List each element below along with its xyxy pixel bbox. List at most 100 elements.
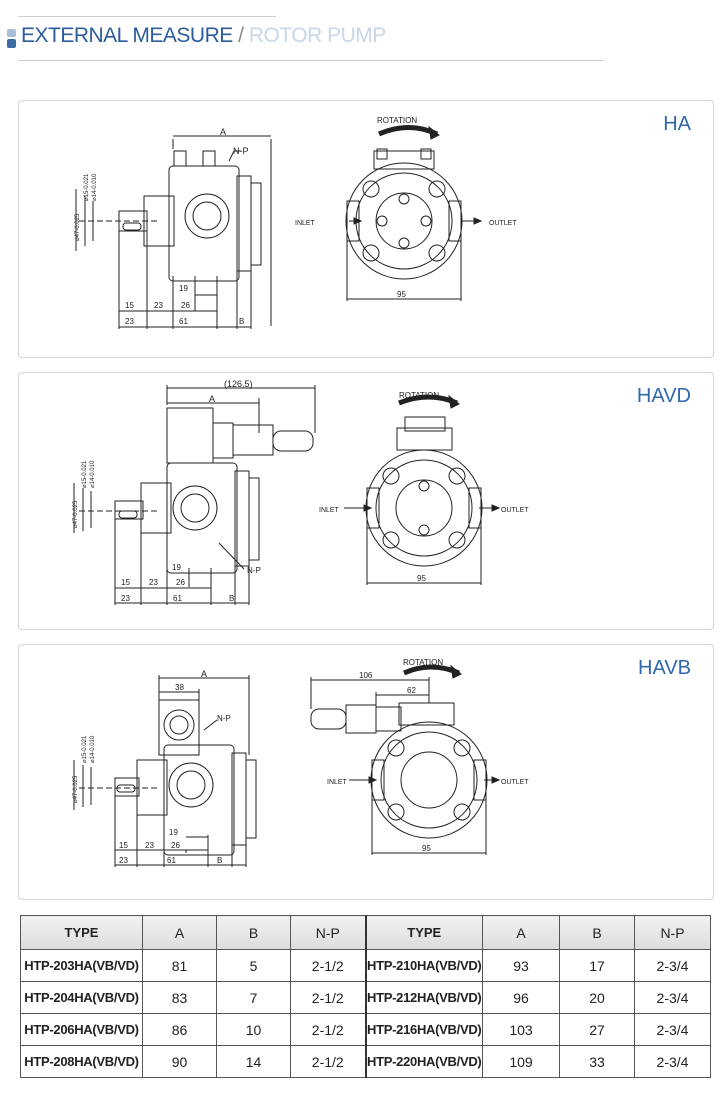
front-view — [310, 664, 501, 855]
dim-phi47: ⌀47-0.025 — [73, 775, 79, 803]
panel-havb: HAVB — [18, 644, 714, 900]
dim-15: 15 — [119, 841, 128, 850]
panel-label: HAVD — [636, 385, 691, 407]
dim-b: B — [217, 856, 222, 865]
cell-a: 90 — [142, 1045, 217, 1078]
outlet-label: OUTLET — [501, 507, 529, 514]
cell-a: 96 — [482, 981, 560, 1014]
dim-b: B — [229, 594, 234, 603]
header-a-right: A — [482, 915, 560, 950]
dim-26: 26 — [181, 301, 190, 310]
cell-b: 20 — [559, 981, 635, 1014]
rotation-label: ROTATION — [399, 391, 439, 400]
cell-b: 27 — [559, 1013, 635, 1046]
inlet-label: INLET — [327, 779, 348, 786]
side-view — [75, 135, 272, 329]
havb-drawing: A 38 N-P 15 23 19 26 23 61 B ⌀47-0.025 ⌀… — [73, 658, 529, 867]
dim-a: A — [201, 669, 207, 679]
ha-drawing: A N-P 15 23 19 26 23 61 B ⌀47-0.025 ⌀15-… — [75, 116, 517, 329]
dim-38: 38 — [175, 683, 184, 692]
dim-61: 61 — [179, 317, 188, 326]
cell-a: 86 — [142, 1013, 217, 1046]
cell-np: 2-1/2 — [290, 1045, 366, 1078]
cell-np: 2-3/4 — [634, 949, 711, 982]
inlet-label: INLET — [295, 220, 316, 227]
dim-23b: 23 — [119, 856, 128, 865]
dim-phi14: ⌀14-0.010 — [90, 460, 96, 488]
header-type-left: TYPE — [20, 915, 143, 950]
dim-26: 26 — [171, 841, 180, 850]
cell-b: 7 — [216, 981, 291, 1014]
outlet-label: OUTLET — [489, 220, 517, 227]
page-title: EXTERNAL MEASURE / ROTOR PUMP — [21, 24, 386, 48]
dim-phi47: ⌀47-0.025 — [73, 500, 79, 528]
dim-23a: 23 — [149, 578, 158, 587]
dim-phi14: ⌀14-0.010 — [92, 173, 98, 201]
cell-np: 2-3/4 — [634, 981, 711, 1014]
panel-label: HAVB — [638, 657, 691, 679]
panel-label: HA — [663, 113, 691, 135]
rotation-label: ROTATION — [377, 116, 417, 125]
header-b-left: B — [216, 915, 291, 950]
cell-a: 103 — [482, 1013, 560, 1046]
header-np-left: N-P — [290, 915, 366, 950]
cell-a: 109 — [482, 1045, 560, 1078]
cell-a: 93 — [482, 949, 560, 982]
page-header: EXTERNAL MEASURE / ROTOR PUMP — [0, 0, 720, 70]
side-view — [73, 675, 257, 867]
front-view — [344, 394, 501, 585]
header-a-left: A — [142, 915, 217, 950]
cell-b: 14 — [216, 1045, 291, 1078]
header-type-right: TYPE — [364, 915, 483, 950]
cell-type: HTP-220HA(VB/VD) — [364, 1045, 483, 1078]
dim-23b: 23 — [121, 594, 130, 603]
dim-95: 95 — [422, 844, 431, 853]
dim-phi47: ⌀47-0.025 — [75, 213, 81, 241]
cell-type: HTP-206HA(VB/VD) — [20, 1013, 143, 1046]
cell-np: 2-1/2 — [290, 1013, 366, 1046]
dim-19: 19 — [172, 563, 181, 572]
cell-np: 2-3/4 — [634, 1045, 711, 1078]
table-row: HTP-208HA(VB/VD) 90 14 2-1/2 HTP-220HA(V… — [20, 1045, 711, 1078]
dim-15: 15 — [121, 578, 130, 587]
dim-15: 15 — [125, 301, 134, 310]
dim-19: 19 — [179, 284, 188, 293]
dim-a: A — [220, 127, 226, 137]
cell-type: HTP-212HA(VB/VD) — [364, 981, 483, 1014]
dim-26: 26 — [176, 578, 185, 587]
panel-ha: HA — [18, 100, 714, 358]
cell-np: 2-1/2 — [290, 949, 366, 982]
cell-b: 17 — [559, 949, 635, 982]
havd-drawing: (126.5) A N-P 15 23 19 26 23 61 B ⌀47-0.… — [73, 379, 529, 605]
dim-phi15: ⌀15-0.021 — [84, 173, 90, 201]
front-view — [345, 125, 483, 301]
cell-a: 83 — [142, 981, 217, 1014]
dim-np: N-P — [233, 146, 249, 156]
dim-phi15: ⌀15-0.021 — [82, 735, 88, 763]
dim-np: N-P — [247, 566, 261, 575]
table-header-row: TYPE A B N-P TYPE A B N-P — [20, 915, 711, 950]
cell-b: 5 — [216, 949, 291, 982]
header-bottom-rule — [18, 60, 604, 61]
header-bullet-light — [7, 29, 16, 37]
dim-phi15: ⌀15-0.021 — [82, 460, 88, 488]
cell-type: HTP-216HA(VB/VD) — [364, 1013, 483, 1046]
title-main: EXTERNAL MEASURE — [21, 24, 233, 47]
dim-a: A — [209, 394, 215, 404]
cell-np: 2-3/4 — [634, 1013, 711, 1046]
dim-23a: 23 — [145, 841, 154, 850]
spec-table: TYPE A B N-P TYPE A B N-P HTP-203HA(VB/V… — [20, 915, 711, 1078]
header-np-right: N-P — [634, 915, 711, 950]
title-separator: / — [238, 24, 244, 47]
table-row: HTP-204HA(VB/VD) 83 7 2-1/2 HTP-212HA(VB… — [20, 981, 711, 1014]
cell-b: 33 — [559, 1045, 635, 1078]
dim-126-5: (126.5) — [224, 379, 253, 389]
outlet-label: OUTLET — [501, 779, 529, 786]
cell-np: 2-1/2 — [290, 981, 366, 1014]
dim-phi14: ⌀14-0.010 — [90, 735, 96, 763]
cell-a: 81 — [142, 949, 217, 982]
dim-23a: 23 — [154, 301, 163, 310]
cell-type: HTP-210HA(VB/VD) — [364, 949, 483, 982]
cell-b: 10 — [216, 1013, 291, 1046]
dim-61: 61 — [167, 856, 176, 865]
